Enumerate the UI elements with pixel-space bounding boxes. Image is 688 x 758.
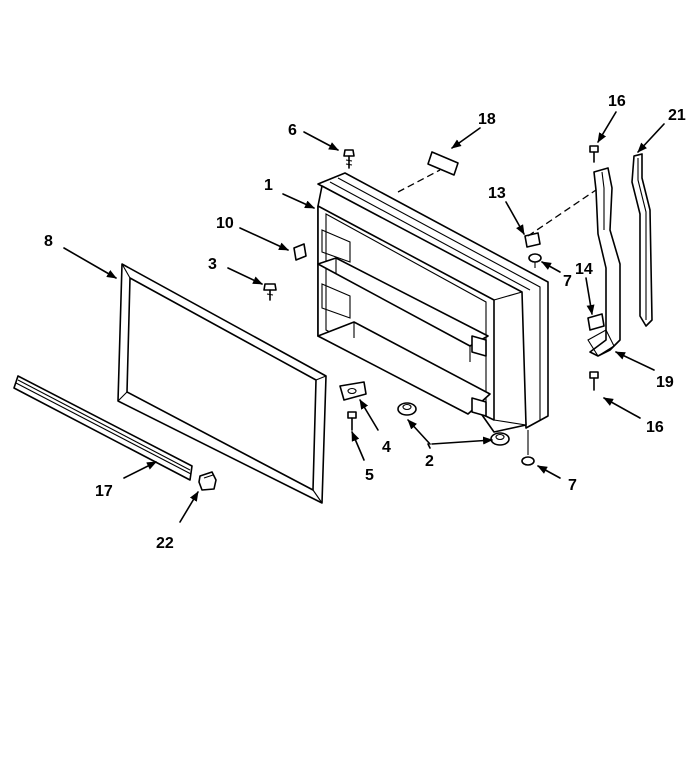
nameplate-dashed-leader [397,169,441,193]
callout-6: 6 [288,122,297,139]
screw-6 [343,149,355,169]
callout-16-top: 16 [608,93,626,110]
callout-1: 1 [264,177,273,194]
hinge-plate-13 [524,232,541,248]
callout-13: 13 [488,185,506,202]
door-gasket [117,263,327,504]
callout-3: 3 [208,256,217,273]
door-liner [317,172,549,433]
callout-18: 18 [478,111,496,128]
leader-lines [63,111,665,523]
bracket-4 [339,381,367,401]
screw-5 [347,411,357,431]
callout-7-bottom: 7 [568,477,577,494]
door-stop [293,243,307,261]
callout-22: 22 [156,535,174,552]
bushing-7-bottom [521,456,535,466]
callout-19: 19 [656,374,674,391]
screw-16-top [589,145,599,163]
callout-5: 5 [365,467,374,484]
callout-7-top: 7 [563,273,572,290]
bumper-2a [397,402,417,416]
callout-8: 8 [44,233,53,250]
screw-3 [263,283,277,301]
bushing-7-top [528,253,542,268]
callout-10: 10 [216,215,234,232]
door-trim-strip [13,375,193,481]
handle-block-14 [587,313,605,331]
callout-4: 4 [382,439,391,456]
bumper-2b [490,432,510,446]
callout-17: 17 [95,483,113,500]
callout-2: 2 [425,453,434,470]
screw-16-bottom [589,371,599,391]
handle-trim [631,153,653,327]
callout-16-bottom: 16 [646,419,664,436]
hinge-dashed-leader [527,189,597,237]
callout-14: 14 [575,261,593,278]
callout-labels: 1 2 3 4 5 6 7 7 8 10 13 14 16 16 17 18 1… [44,93,686,552]
trim-end-cap [198,471,217,491]
callout-21: 21 [668,107,686,124]
nameplate [427,151,459,176]
door-handle [587,167,621,357]
